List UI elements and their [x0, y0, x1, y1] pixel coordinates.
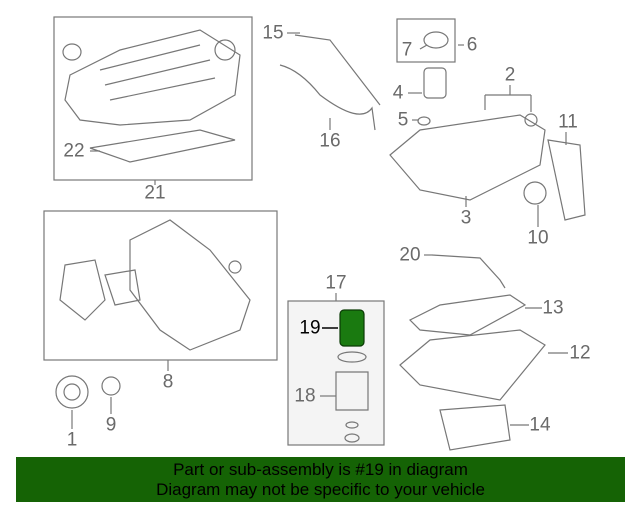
dipstick-icon — [294, 34, 381, 106]
callout-12: 12 — [569, 342, 591, 364]
callout-22: 22 — [63, 140, 85, 162]
part-notice-banner: Part or sub-assembly is #19 in diagram D… — [16, 457, 625, 502]
callout-8: 8 — [162, 371, 174, 393]
callout-7: 7 — [401, 39, 413, 61]
dipstick-tube-icon — [279, 64, 376, 131]
oil-cap-box — [396, 18, 456, 63]
callout-10: 10 — [527, 227, 549, 249]
callout-18: 18 — [294, 385, 316, 407]
baffle-plate-icon — [408, 294, 527, 336]
oil-pan-upper-icon — [399, 329, 546, 401]
callout-1: 1 — [66, 429, 78, 451]
callout-15: 15 — [262, 22, 284, 44]
oil-filter-housing-icon — [335, 371, 369, 411]
callout-17: 17 — [325, 272, 347, 294]
callout-2: 2 — [504, 64, 516, 86]
oil-filter-element-icon — [339, 309, 365, 347]
callout-16: 16 — [319, 130, 341, 152]
callout-21: 21 — [144, 182, 166, 204]
valve-cover-icon — [389, 67, 586, 221]
callout-6: 6 — [466, 34, 478, 56]
callout-14: 14 — [529, 414, 551, 436]
callout-5: 5 — [397, 109, 409, 131]
callout-9: 9 — [105, 414, 117, 436]
intake-manifold-icon — [62, 29, 241, 163]
intake-manifold-box — [53, 16, 253, 181]
oil-pan-lower-icon — [439, 404, 511, 451]
oil-cap-icon — [423, 31, 449, 49]
callout-11: 11 — [558, 111, 578, 133]
banner-line-disclaimer: Diagram may not be specific to your vehi… — [156, 480, 485, 499]
banner-line-part: Part or sub-assembly is #19 in diagram — [173, 460, 468, 479]
callout-3: 3 — [460, 207, 472, 229]
callout-4: 4 — [392, 82, 404, 104]
timing-cover-box — [43, 210, 278, 361]
callout-13: 13 — [542, 297, 564, 319]
timing-cover-icon — [55, 219, 251, 409]
callout-19-highlighted[interactable]: 19 — [299, 317, 321, 339]
oil-strainer-icon — [431, 254, 506, 289]
callout-20: 20 — [399, 244, 421, 266]
